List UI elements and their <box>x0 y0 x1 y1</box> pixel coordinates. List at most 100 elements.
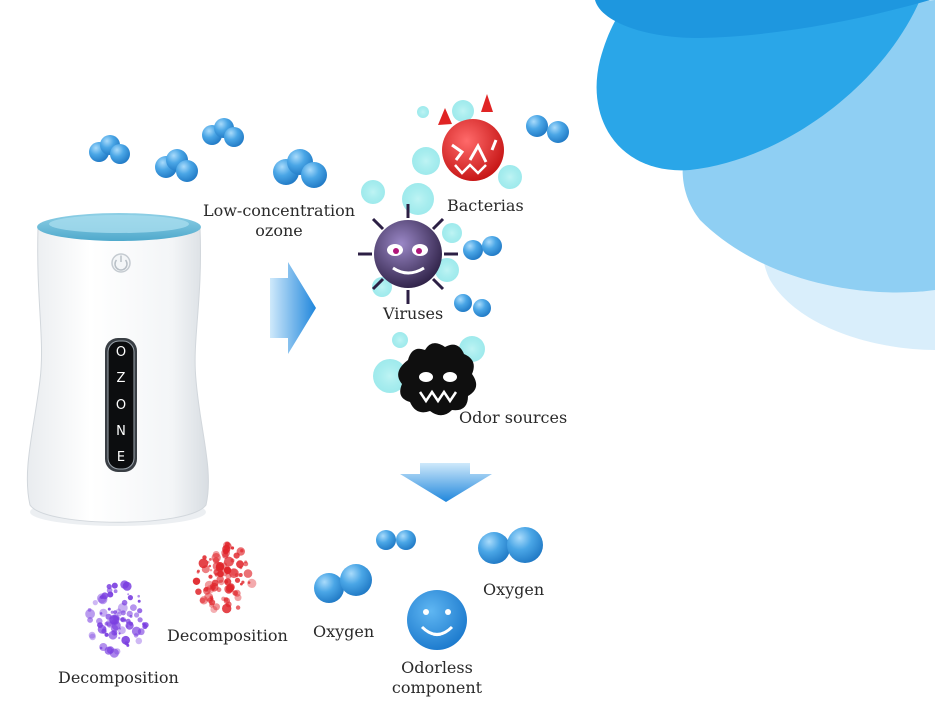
label-oxygen-left: Oxygen <box>313 622 375 641</box>
decomposition-particle <box>131 626 142 636</box>
decomposition-particle <box>221 596 226 601</box>
decomposition-particle <box>217 570 224 578</box>
oxygen-molecule <box>454 294 491 317</box>
ozone-letter: O <box>115 345 127 360</box>
ozone-bubbles <box>361 100 522 393</box>
ozone-device <box>26 213 209 526</box>
decomposition-particle <box>97 624 107 634</box>
decomposition-particle <box>114 648 121 655</box>
decomposition-particle <box>208 574 213 579</box>
oxygen-molecules-top <box>454 115 569 317</box>
decomposition-particle <box>137 594 140 598</box>
decomposition-particle <box>223 566 231 574</box>
decomposition-particle <box>241 580 245 584</box>
decomposition-purple <box>85 580 149 658</box>
decomposition-particle <box>142 622 149 628</box>
ozone-molecules <box>89 118 327 188</box>
decomposition-particle <box>101 592 109 600</box>
decomposition-particle <box>137 599 141 603</box>
decomposition-particle <box>212 551 220 558</box>
decomposition-particle <box>224 541 230 547</box>
arrow-right-icon <box>270 262 316 354</box>
decomposition-particle <box>106 584 112 590</box>
decomposition-particle <box>134 612 140 618</box>
decomposition-red <box>192 541 257 614</box>
decomposition-particle <box>88 631 96 639</box>
decomposition-particle <box>126 623 129 626</box>
decomposition-particle <box>137 608 143 614</box>
decomposition-particle <box>204 592 214 602</box>
decomposition-particle <box>214 573 219 577</box>
decomposition-particle <box>212 557 220 564</box>
decomposition-particle <box>120 610 126 616</box>
ozone-molecule <box>202 118 244 147</box>
decomposition-particle <box>113 589 118 594</box>
decomposition-particle <box>99 612 103 615</box>
odor-icon <box>398 343 477 416</box>
decomposition-particle <box>118 632 121 635</box>
decomposition-particle <box>115 608 122 615</box>
ozone-display: O Z O N E <box>108 345 134 465</box>
decomposition-particle <box>225 584 235 593</box>
decomposition-particle <box>235 605 241 610</box>
decomposition-particle <box>243 569 253 578</box>
smiley-icon <box>407 590 467 650</box>
ozone-letter: E <box>116 450 126 465</box>
decomposition-particle <box>111 629 118 636</box>
decomposition-particle <box>209 569 213 572</box>
decomposition-particle <box>210 606 218 613</box>
decomposition-particle <box>127 595 133 601</box>
decomposition-particle <box>107 607 111 611</box>
decomposition-particle <box>234 573 239 578</box>
decomposition-particle <box>135 637 143 645</box>
label-decomposition-left: Decomposition <box>58 668 179 687</box>
decomposition-particle <box>222 603 232 614</box>
decomposition-particle <box>230 546 235 550</box>
decomposition-particle <box>121 599 128 606</box>
decomposition-particle <box>118 636 121 640</box>
label-oxygen-right: Oxygen <box>483 580 545 599</box>
decomposition-particle <box>198 558 209 569</box>
decomposition-particle <box>199 597 206 604</box>
label-bacterias: Bacterias <box>447 196 524 215</box>
decomposition-particle <box>243 561 249 567</box>
decomposition-particle <box>111 582 118 589</box>
decomposition-particle <box>234 577 241 583</box>
decomposition-particle <box>121 635 130 645</box>
oxygen-molecules-bottom <box>314 527 543 603</box>
decomposition-particle <box>120 580 129 589</box>
oxygen-molecule <box>526 115 569 143</box>
decomposition-particle <box>104 646 113 655</box>
decomposition-particle <box>247 578 257 589</box>
decomposition-particle <box>223 597 229 602</box>
bacteria-icon <box>438 94 504 181</box>
decomposition-particle <box>209 558 212 561</box>
decomposition-particle <box>129 621 133 626</box>
decomposition-particle <box>92 600 98 606</box>
decomposition-particle <box>238 573 243 577</box>
decomposition-particle <box>137 617 143 623</box>
virus-icon <box>358 204 458 304</box>
decomposition-particle <box>120 617 125 622</box>
decomposition-particle <box>211 579 219 587</box>
decomposition-particle <box>104 632 109 637</box>
decomposition-particle <box>119 627 122 630</box>
decomposition-particle <box>89 633 96 641</box>
decomposition-particle <box>216 575 224 583</box>
decomposition-particle <box>129 614 133 618</box>
arrow-down-icon <box>400 463 492 502</box>
decomposition-particle <box>106 587 113 594</box>
ozone-molecule <box>89 135 130 164</box>
decomposition-particle <box>208 564 212 568</box>
decomposition-particle <box>230 558 235 563</box>
decomposition-particle <box>216 562 225 571</box>
power-icon[interactable] <box>111 253 131 273</box>
label-viruses: Viruses <box>383 304 444 323</box>
oxygen-molecule <box>376 530 416 550</box>
decomposition-particle <box>99 608 108 617</box>
oxygen-molecule <box>478 527 543 564</box>
